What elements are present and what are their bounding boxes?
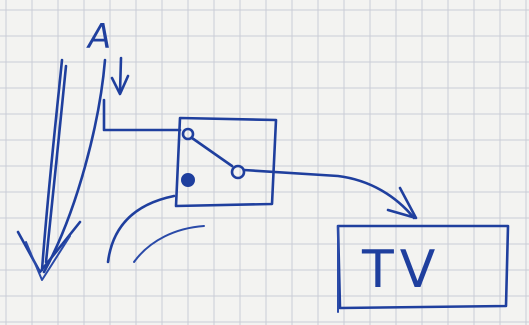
lower-input-wire (106, 194, 176, 264)
input-wire (102, 98, 182, 132)
switch-contact-top (181, 127, 195, 141)
output-wire (242, 168, 416, 220)
left-arrow-shaft-3 (42, 58, 107, 274)
switch-lever (190, 136, 234, 168)
left-arrow-shaft (40, 58, 64, 272)
output-arrow-head (386, 186, 418, 220)
lower-input-stroke (133, 225, 205, 263)
tv-label: TV (361, 240, 441, 300)
switch-contact-common (230, 164, 246, 180)
input-arrow-shaft (118, 56, 123, 94)
left-arrow-shaft-2 (44, 64, 68, 264)
left-arrow-head-2 (25, 235, 71, 281)
left-arrow-head (16, 220, 82, 274)
switch-contact-bottom (181, 173, 195, 187)
input-arrow-head (110, 74, 130, 96)
tv-box (336, 224, 510, 310)
input-label: A (86, 17, 111, 57)
switch-box (174, 116, 278, 208)
